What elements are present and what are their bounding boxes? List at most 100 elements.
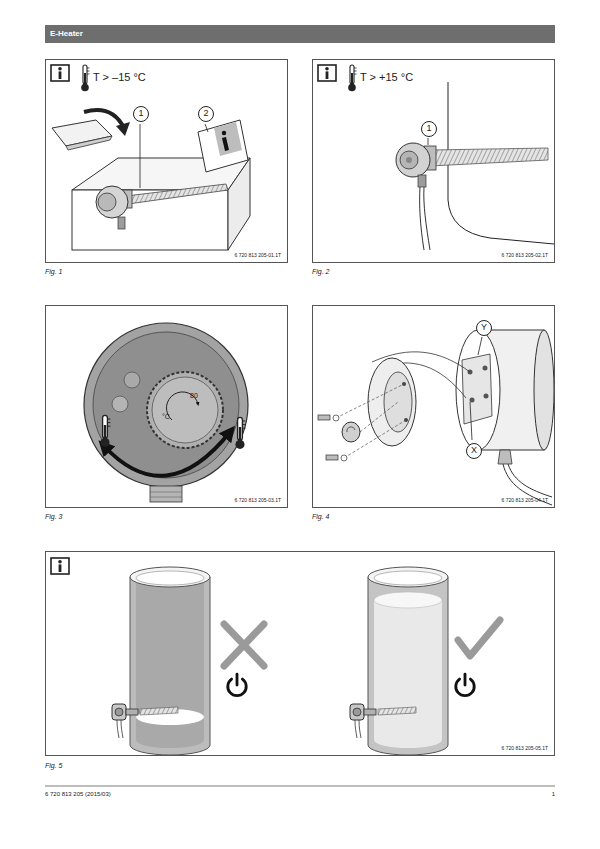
figure-panel: 6 720 813 205-04.1T Y X — [312, 305, 555, 508]
leader-line — [478, 337, 482, 355]
figure-label: Fig. 1 — [45, 268, 63, 276]
callout-circle: Y — [476, 320, 492, 336]
dial-unit: °C — [162, 413, 170, 421]
cable — [420, 187, 424, 250]
tank-top — [368, 567, 448, 587]
callout-circle: 1 — [133, 106, 149, 122]
figure-panel: 6 720 813 205-05.1T — [45, 551, 555, 756]
screw — [326, 455, 338, 460]
figure-panel: T > –15 °C6 720 813 205-01.1T12 — [45, 59, 288, 263]
manual-band — [214, 122, 242, 156]
water — [374, 600, 442, 748]
info-icon — [318, 65, 336, 81]
tank-inside — [136, 580, 204, 748]
leader-line — [205, 124, 208, 132]
dial-arrow — [166, 392, 198, 420]
power-symbol — [456, 674, 474, 696]
leader-line — [428, 138, 429, 145]
figure-code: 6 720 813 205-05.1T — [502, 746, 548, 752]
terminal — [470, 398, 475, 403]
power-symbol — [228, 674, 246, 696]
knob — [342, 422, 360, 442]
box-lid-edge — [66, 136, 112, 150]
page-title: E-Heater — [45, 25, 555, 43]
thermometer-icon — [348, 65, 356, 91]
tank-body — [368, 577, 448, 755]
callout-circle: 2 — [198, 106, 214, 122]
housing-front — [456, 330, 500, 450]
knob-arrow — [347, 427, 355, 432]
screw — [124, 372, 140, 388]
cable — [424, 187, 430, 250]
terminal — [484, 394, 489, 399]
figure-code: 6 720 813 205-04.1T — [502, 498, 548, 504]
temperature-label: T > –15 °C — [93, 71, 146, 83]
cable-gland — [150, 486, 182, 502]
fig5-art — [51, 558, 500, 755]
heater — [112, 704, 138, 738]
callout-number: X — [471, 446, 477, 456]
tank-body — [130, 577, 210, 755]
fig2-art — [318, 65, 554, 250]
figure-label: Fig. 4 — [312, 513, 330, 521]
gland-ridge — [150, 497, 182, 498]
heater-knob — [98, 193, 116, 211]
assembly-line — [360, 402, 398, 432]
figure-label: Fig. 2 — [312, 268, 330, 276]
cover-rim — [368, 358, 416, 446]
doc-number: 6 720 813 205 (2015/03) — [45, 791, 111, 798]
figure-panel: T > +15 °C6 720 813 205-02.1T1 — [312, 59, 555, 263]
figure-code: 6 720 813 205-03.1T — [235, 498, 281, 504]
box-lid — [52, 120, 112, 146]
heater-rod — [126, 184, 228, 204]
manual-i-dot — [222, 131, 226, 135]
header-bar: E-Heater — [45, 25, 555, 43]
fig4-art — [318, 330, 554, 505]
heater-head — [396, 143, 430, 177]
thermometer-icon — [100, 415, 110, 447]
footer-rule — [45, 786, 555, 787]
callout-number: 1 — [138, 109, 143, 119]
heater-rod — [430, 148, 548, 166]
heater-head — [96, 186, 128, 218]
dial-value: 80 — [190, 392, 198, 400]
callout-number: 1 — [426, 124, 431, 134]
cross-mark — [224, 624, 264, 666]
fig3-art — [84, 323, 248, 502]
fig1-art — [51, 65, 250, 250]
dial-face — [152, 377, 218, 443]
gland-ridge — [150, 492, 182, 493]
cable-gland — [118, 217, 125, 229]
tank-opening — [136, 571, 204, 585]
cable-gland — [418, 175, 426, 187]
callout-number: 2 — [203, 109, 208, 119]
screw — [318, 415, 330, 420]
cross-mark — [224, 624, 264, 666]
housing-rim — [84, 323, 248, 487]
tank-top — [130, 567, 210, 587]
check-mark — [458, 620, 500, 656]
callout-circle: X — [466, 443, 482, 459]
figure-panel: 6 720 813 205-03.1T — [45, 305, 288, 508]
cable — [508, 464, 552, 497]
housing-face — [93, 332, 239, 478]
callout-number: Y — [481, 323, 487, 333]
heater-rod — [140, 707, 178, 715]
assembly-line — [336, 384, 404, 418]
heater — [350, 704, 376, 738]
heater-knob — [400, 151, 418, 169]
turn-arrow — [84, 110, 124, 128]
washer — [333, 415, 339, 421]
box-side — [228, 158, 250, 250]
tank-opening — [374, 571, 442, 585]
callout-circle: 1 — [421, 121, 437, 137]
figure-label: Fig. 5 — [45, 762, 63, 770]
manual-sheet — [198, 120, 248, 172]
dial-knob — [147, 372, 223, 448]
terminal — [483, 366, 488, 371]
thermometer-icon — [235, 417, 245, 449]
lamp — [112, 396, 128, 412]
